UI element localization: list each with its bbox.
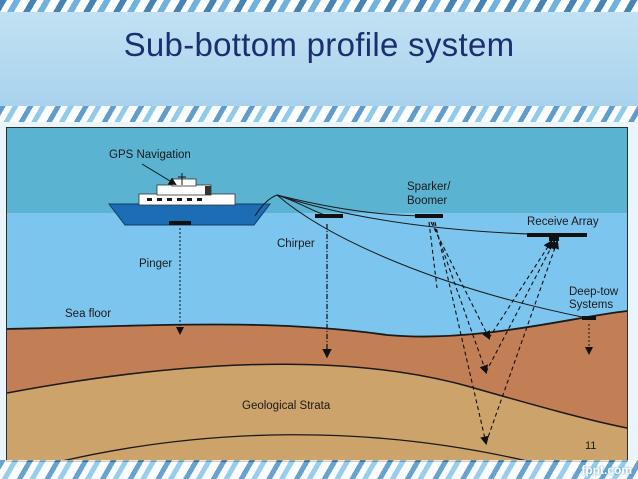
label-gps-navigation: GPS Navigation	[109, 149, 191, 161]
decorative-stripes-top	[0, 0, 638, 12]
label-chirper: Chirper	[277, 238, 315, 250]
chirper-transducer	[315, 214, 343, 218]
label-deep-tow-line1: Deep-tow	[569, 286, 619, 298]
gps-arrow	[141, 163, 177, 186]
sea-floor-line	[7, 310, 627, 338]
survey-ship	[107, 173, 272, 226]
decorative-stripes-bottom	[0, 460, 638, 479]
receive-array-bar	[527, 233, 587, 237]
slide-page-number: 11	[585, 440, 596, 452]
label-geological-strata: Geological Strata	[242, 400, 331, 412]
receive-array-hydrophones	[549, 237, 559, 241]
label-sparker-boomer-line2: Boomer	[407, 195, 447, 207]
geological-strata-layer	[7, 364, 627, 461]
title-band	[0, 12, 638, 106]
slide-title: Sub-bottom profile system	[123, 26, 515, 63]
strata-boundary-line	[7, 363, 627, 429]
tow-cables	[254, 194, 588, 319]
diagram-frame: GPS Navigation Sparker/ Boomer Receive A…	[6, 127, 628, 462]
sky-region	[7, 128, 627, 213]
sparker-boomer-source	[415, 214, 443, 218]
sub-bottom-profile-diagram: GPS Navigation Sparker/ Boomer Receive A…	[7, 128, 627, 461]
label-pinger: Pinger	[139, 258, 172, 270]
label-receive-array: Receive Array	[527, 216, 599, 228]
label-sea-floor: Sea floor	[65, 308, 111, 320]
deep-strata-line	[61, 434, 528, 461]
pinger-transducer	[169, 221, 191, 225]
fppt-logo: fppt.com	[581, 463, 632, 477]
sparker-ray-paths	[428, 221, 559, 446]
deep-tow-vehicle	[582, 316, 596, 320]
label-sparker-boomer-line1: Sparker/	[407, 181, 451, 193]
label-deep-tow-line2: Systems	[569, 299, 613, 311]
decorative-stripes-middle	[0, 106, 638, 122]
